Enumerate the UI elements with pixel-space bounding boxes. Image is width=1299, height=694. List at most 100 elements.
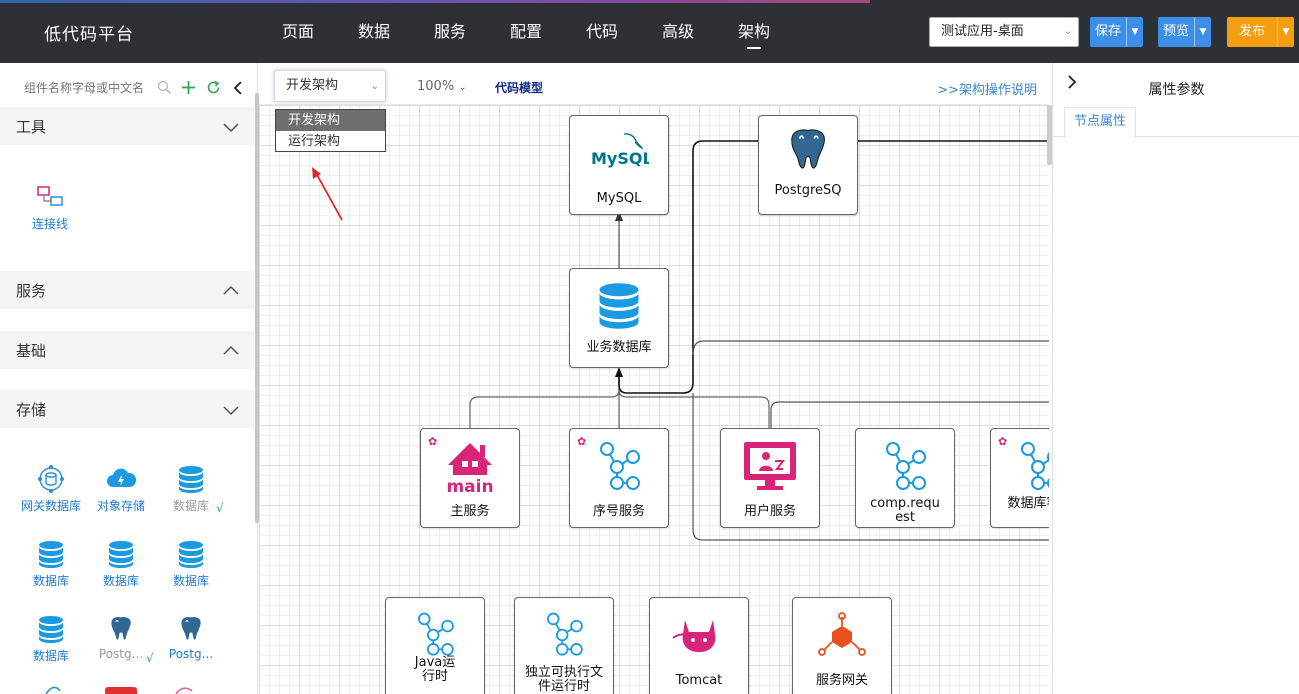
properties-panel: 属性参数 节点属性 bbox=[1052, 63, 1299, 694]
palette-scrollbar[interactable] bbox=[255, 93, 259, 523]
connection-lines bbox=[469, 140, 1049, 541]
node-label: 独立可执行文件运行时 bbox=[524, 665, 603, 694]
preview-button-label: 预览 bbox=[1163, 24, 1190, 39]
node-standalone-runtime[interactable]: 独立可执行文件运行时 bbox=[514, 597, 614, 694]
section-basic[interactable]: 基础 bbox=[0, 331, 254, 369]
check-mark: √ bbox=[216, 501, 224, 515]
storage-icon bbox=[175, 687, 193, 694]
publish-button[interactable]: 发布 ▼ bbox=[1227, 17, 1295, 47]
palette-item-postgres-checked[interactable]: Postg... √ bbox=[86, 613, 156, 665]
section-services[interactable]: 服务 bbox=[0, 271, 254, 309]
node-database-client[interactable]: ✿ 数据库客户 bbox=[990, 428, 1049, 528]
tomcat-cat-icon bbox=[672, 620, 716, 652]
palette-item-label: 网关数据库 bbox=[20, 499, 81, 513]
node-mysql[interactable]: MySQL MySQL bbox=[569, 115, 669, 215]
section-title-storage: 存储 bbox=[16, 401, 47, 419]
database-icon bbox=[39, 616, 63, 643]
service-graph-icon bbox=[886, 442, 926, 490]
palette-item-postgres[interactable]: Postg... bbox=[156, 613, 226, 661]
database-icon bbox=[599, 283, 639, 329]
palette-item-database[interactable]: 数据库 bbox=[16, 613, 86, 664]
palette-item-connector[interactable]: 连接线 bbox=[15, 181, 85, 232]
node-user-service[interactable]: 用户服务 bbox=[720, 428, 820, 528]
node-java-runtime[interactable]: Java运行时 bbox=[385, 597, 485, 694]
node-postgresql[interactable]: PostgreSQ bbox=[758, 115, 858, 215]
caret-down-icon[interactable]: ▼ bbox=[1277, 17, 1294, 47]
nav-item-code[interactable]: 代码 bbox=[585, 22, 618, 41]
node-comp-request[interactable]: comp.request bbox=[855, 428, 955, 528]
chevron-down-icon: ⌄ bbox=[1063, 26, 1072, 37]
check-mark: √ bbox=[146, 651, 154, 665]
palette-item-gateway-db[interactable]: 网关数据库 bbox=[16, 463, 86, 514]
zoom-select[interactable]: 100% ⌄ bbox=[417, 79, 467, 94]
palette-item-label: 对象存储 bbox=[96, 499, 145, 513]
nav-item-architecture[interactable]: 架构 bbox=[716, 0, 792, 63]
code-model-link[interactable]: 代码模型 bbox=[495, 81, 544, 95]
palette-item-label: Postg... bbox=[98, 647, 144, 661]
chevron-up-icon bbox=[223, 285, 239, 295]
main-nav: 页面 数据 服务 配置 代码 高级 架构 bbox=[260, 0, 792, 63]
nav-item-config[interactable]: 配置 bbox=[509, 22, 542, 41]
dropdown-option-run-architecture[interactable]: 运行架构 bbox=[288, 134, 341, 149]
postgresql-elephant-icon bbox=[110, 616, 132, 641]
app-select[interactable]: 测试应用-桌面 ⌄ bbox=[929, 17, 1079, 47]
top-bar: 低代码平台 页面 数据 服务 配置 代码 高级 架构 测试应用-桌面 ⌄ 保存 … bbox=[0, 0, 1299, 63]
database-icon bbox=[179, 466, 203, 493]
search-icon[interactable] bbox=[157, 80, 172, 95]
section-storage[interactable]: 存储 bbox=[0, 390, 254, 428]
plus-icon[interactable] bbox=[181, 80, 196, 95]
nav-item-service[interactable]: 服务 bbox=[433, 22, 466, 41]
palette-item-label: 数据库 bbox=[172, 499, 209, 513]
postgresql-elephant-icon bbox=[791, 129, 825, 169]
flag-icon: ✿ bbox=[577, 435, 587, 448]
node-label: PostgreSQ bbox=[774, 183, 842, 198]
main-house-icon: main bbox=[446, 443, 494, 495]
flag-icon: ✿ bbox=[428, 435, 438, 448]
palette-item-label: 数据库 bbox=[32, 574, 69, 588]
canvas-toolbar: 开发架构 ⌄ 100% ⌄ 代码模型 >>架构操作说明 bbox=[259, 63, 1049, 105]
section-title-basic: 基础 bbox=[16, 342, 47, 360]
node-service-gateway[interactable]: 服务网关 bbox=[792, 597, 892, 694]
caret-down-icon[interactable]: ▼ bbox=[1126, 17, 1143, 47]
dropdown-option-dev-architecture[interactable]: 开发架构 bbox=[276, 110, 385, 131]
node-business-database[interactable]: 业务数据库 bbox=[569, 268, 669, 368]
nav-item-data[interactable]: 数据 bbox=[357, 22, 390, 41]
database-icon bbox=[39, 541, 63, 568]
node-label: 业务数据库 bbox=[586, 340, 652, 355]
nav-item-page[interactable]: 页面 bbox=[281, 22, 314, 41]
collapse-left-icon[interactable] bbox=[233, 81, 243, 95]
tab-node-properties[interactable]: 节点属性 bbox=[1064, 107, 1137, 138]
palette-item-label: 数据库 bbox=[102, 574, 139, 588]
chevron-up-icon bbox=[223, 345, 239, 355]
save-button[interactable]: 保存 ▼ bbox=[1090, 17, 1144, 47]
refresh-icon[interactable] bbox=[206, 80, 221, 95]
architecture-help-link[interactable]: >>架构操作说明 bbox=[937, 83, 1037, 98]
palette-item-object-storage[interactable]: 对象存储 bbox=[86, 463, 156, 514]
palette-item-label: Postg... bbox=[168, 647, 214, 661]
caret-down-icon[interactable]: ▼ bbox=[1194, 17, 1211, 47]
nav-item-advanced[interactable]: 高级 bbox=[661, 22, 694, 41]
canvas-scrollbar[interactable] bbox=[1047, 105, 1052, 165]
service-graph-icon bbox=[547, 612, 583, 656]
chevron-down-icon: ⌄ bbox=[458, 82, 467, 93]
palette-item-database[interactable]: 数据库 bbox=[156, 538, 226, 589]
redis-icon bbox=[105, 687, 137, 694]
palette-item-database[interactable]: 数据库 bbox=[16, 538, 86, 589]
component-search-input[interactable] bbox=[24, 80, 154, 96]
section-tools[interactable]: 工具 bbox=[0, 107, 254, 145]
diagram-grid[interactable]: MySQL MySQL PostgreSQ bbox=[259, 105, 1049, 694]
postgresql-elephant-icon bbox=[180, 616, 202, 641]
node-sequence-service[interactable]: ✿ 序号服务 bbox=[569, 428, 669, 528]
publish-button-label: 发布 bbox=[1239, 24, 1266, 39]
palette-item-database[interactable]: 数据库 bbox=[86, 538, 156, 589]
palette-item-database-checked[interactable]: 数据库 √ bbox=[156, 463, 226, 515]
database-icon bbox=[179, 541, 203, 568]
architecture-select[interactable]: 开发架构 ⌄ bbox=[274, 70, 386, 102]
expand-right-icon[interactable] bbox=[1067, 75, 1077, 89]
section-title-services: 服务 bbox=[16, 282, 47, 300]
node-main-service[interactable]: ✿ main 主服务 bbox=[420, 428, 520, 528]
node-tomcat[interactable]: Tomcat bbox=[649, 597, 749, 694]
preview-button[interactable]: 预览 ▼ bbox=[1158, 17, 1212, 47]
section-title-tools: 工具 bbox=[16, 118, 47, 136]
